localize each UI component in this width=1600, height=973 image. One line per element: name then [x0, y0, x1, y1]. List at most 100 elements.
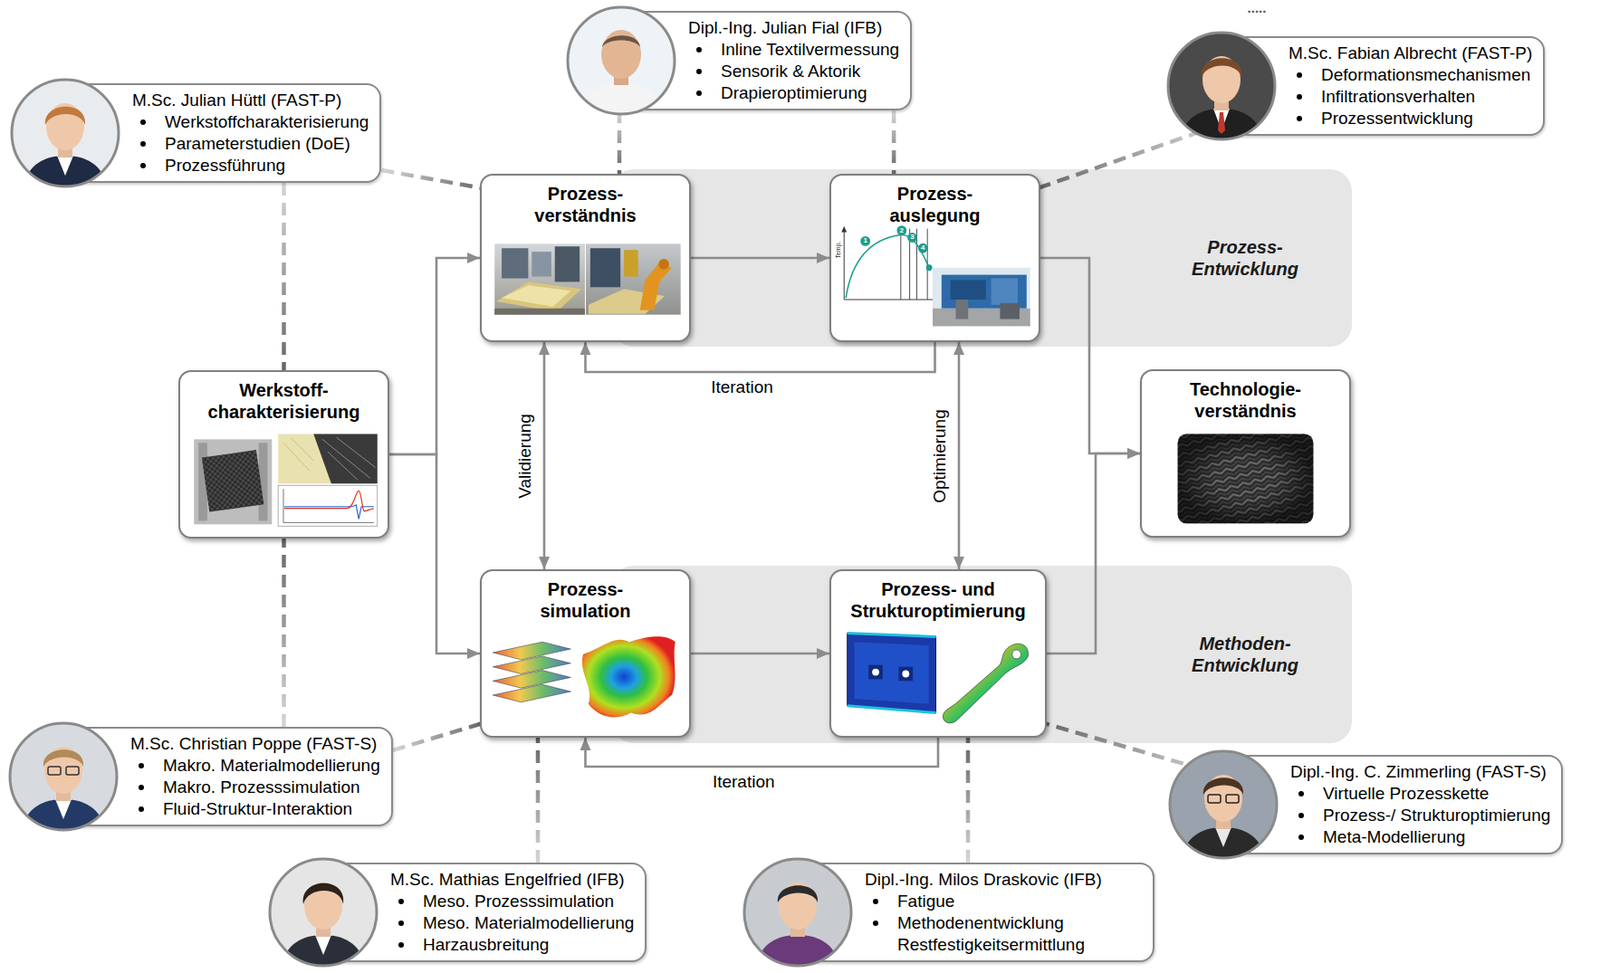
svg-rect	[501, 248, 528, 278]
svg-line	[900, 229, 901, 300]
bullet-row: Meso. Prozesssimulation	[390, 891, 634, 913]
portrait-photo	[740, 855, 855, 970]
box-title: Technologie- verständnis	[1168, 371, 1323, 422]
svg-path	[492, 656, 571, 675]
dashed-leader	[966, 737, 971, 863]
svg-path	[854, 641, 930, 704]
svg-path	[280, 935, 366, 970]
bullet-dot	[140, 141, 146, 147]
svg-rect	[531, 251, 552, 277]
chart-label: 3	[910, 233, 914, 241]
connector-arrow	[543, 342, 547, 570]
bullet-text: Harzausbreitung	[422, 934, 634, 957]
svg-circle	[9, 723, 117, 831]
box-title: Prozess- und Strukturoptimierung	[838, 571, 1038, 623]
person-callout: M.Sc. Fabian Albrecht (FAST-P)Deformatio…	[1219, 36, 1545, 136]
dashed-leader	[281, 538, 287, 728]
bullet-row: Sensorik & Aktorik	[688, 60, 900, 83]
bullet-row: Makro. Prozesssimulation	[130, 776, 381, 799]
bullet-text: Fatigue	[897, 891, 1142, 913]
bullet-text: Prozessführung	[164, 154, 369, 177]
svg-path	[43, 749, 84, 767]
edge-label-holder: Iteration	[712, 772, 776, 793]
svg-circle	[1168, 32, 1275, 140]
svg-path	[755, 935, 841, 970]
dashed-leader	[381, 170, 483, 189]
bullet-text: Meso. Materialmodellierung	[422, 912, 634, 935]
bullet-dot	[398, 920, 404, 927]
portrait-photo	[6, 719, 121, 834]
svg-path	[283, 488, 374, 523]
bullet-dot	[1298, 791, 1304, 797]
svg-rect	[623, 249, 639, 277]
bullet-row: Inline Textilvermessung	[688, 38, 900, 61]
person-name: Dipl.-Ing. C. Zimmerling (FAST-S)	[1290, 761, 1551, 784]
edge-label: Iteration	[712, 772, 776, 793]
person-callout: Dipl.-Ing. C. Zimmerling (FAST-S)Virtuel…	[1221, 755, 1563, 855]
svg-path	[777, 885, 818, 903]
svg-rect	[277, 485, 378, 527]
svg-circle	[9, 723, 117, 831]
svg-rect	[193, 439, 272, 525]
bullet-text: Makro. Prozesssimulation	[162, 776, 381, 799]
person-name: Dipl.-Ing. Milos Draskovic (IFB)	[864, 869, 1142, 892]
person-name: M.Sc. Christian Poppe (FAST-S)	[130, 733, 381, 756]
bullet-dot	[1296, 72, 1303, 78]
bullet-dot	[140, 119, 146, 125]
chart-label: 2	[900, 227, 904, 235]
bullet-dot	[696, 68, 702, 75]
box-title: Werkstoff- charakterisierung	[193, 372, 375, 423]
edge-label-holder: Optimierung	[929, 409, 950, 504]
svg-circle	[871, 669, 880, 677]
svg-circle	[1169, 751, 1277, 859]
bullet-row: Prozessführung	[132, 154, 369, 177]
chart-label: Temp.	[834, 241, 842, 259]
svg-path	[843, 230, 845, 300]
bullet-dot	[696, 47, 702, 53]
person-name: M.Sc. Julian Hüttl (FAST-P)	[132, 89, 369, 112]
svg-path	[284, 505, 374, 520]
connector-arrow	[958, 342, 961, 570]
edge-label: Optimierung	[929, 409, 950, 504]
bullet-text: Sensorik & Aktorik	[720, 60, 900, 83]
bullet-text: Parameterstudien (DoE)	[164, 133, 369, 155]
bullet-dot	[138, 785, 144, 791]
bullet-row: Deformationsmechanismen	[1288, 64, 1533, 87]
svg-rect	[201, 450, 265, 513]
portrait-photo	[8, 76, 123, 191]
svg-circle	[11, 79, 119, 187]
bullet-text: Werkstoffcharakterisierung	[164, 111, 369, 134]
svg-circle	[11, 79, 119, 187]
svg-circle	[896, 225, 907, 236]
box-title: Prozess- simulation	[517, 571, 654, 623]
dashed-leader	[536, 737, 541, 863]
svg-circle	[1169, 751, 1277, 859]
edge-label: Iteration	[710, 377, 774, 398]
bullet-text: Prozess-/ Strukturoptimierung	[1322, 804, 1551, 827]
svg-circle	[860, 236, 871, 247]
svg-rect	[494, 308, 585, 316]
bullet-dot	[398, 899, 404, 905]
bullet-text: Meta-Modellierung	[1322, 826, 1551, 849]
bullet-dot	[1298, 834, 1304, 841]
bullet-row: Drapieroptimierung	[688, 82, 900, 105]
band-label: Prozess- Entwicklung	[1177, 236, 1313, 280]
bullet-text: Fluid-Struktur-Interaktion	[162, 798, 381, 821]
svg-rect	[932, 268, 1031, 327]
person-name: M.Sc. Mathias Engelfried (IFB)	[390, 869, 634, 892]
svg-path	[322, 437, 376, 480]
svg-circle	[907, 232, 918, 243]
bullet-row: Werkstoffcharakterisierung	[132, 111, 369, 134]
svg-path	[582, 636, 676, 718]
bullet-dot	[1298, 813, 1304, 819]
svg-path	[847, 632, 937, 713]
process-box: Prozess- simulation	[479, 569, 691, 738]
bullet-text: Infiltrationsverhalten	[1321, 86, 1533, 108]
svg-rect	[991, 278, 1018, 306]
person-callout: Dipl.-Ing. Julian Fial (IFB)Inline Texti…	[619, 10, 912, 111]
svg-rect	[590, 248, 621, 288]
dashed-leader	[617, 110, 623, 174]
bullet-row: Infiltrationsverhalten	[1288, 86, 1533, 108]
svg-path	[841, 226, 847, 233]
